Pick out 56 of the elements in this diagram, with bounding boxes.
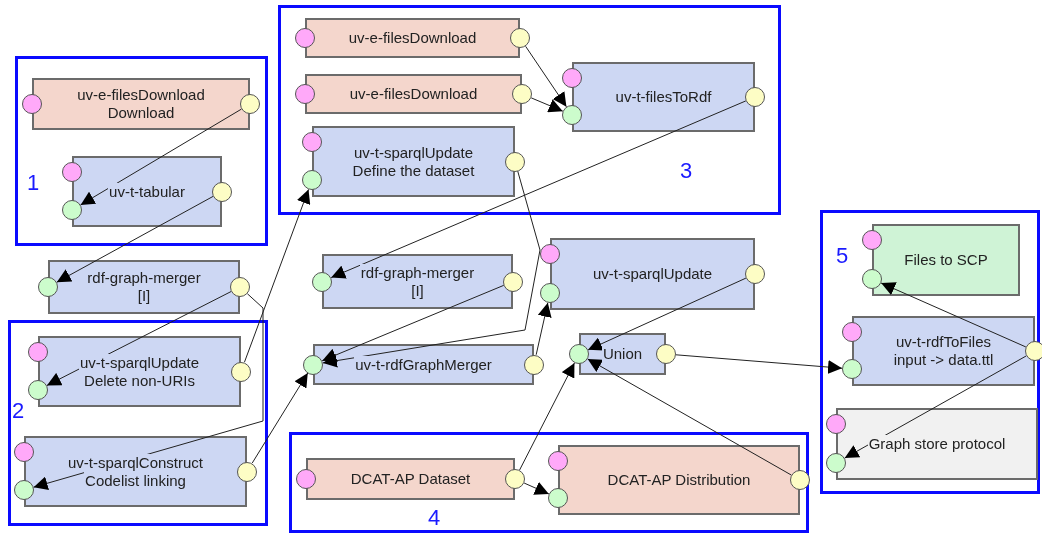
component-box xyxy=(572,62,755,132)
connector-arrow xyxy=(56,195,214,283)
connector-arrow xyxy=(322,170,541,368)
component-box xyxy=(306,458,515,500)
component-name: Union xyxy=(601,345,644,363)
component-box xyxy=(305,18,520,58)
connector-arrow xyxy=(675,354,843,375)
connector-arrow xyxy=(519,362,575,471)
connector-arrow xyxy=(525,45,567,108)
component-box xyxy=(48,260,240,314)
connector-arrow xyxy=(523,481,550,495)
connector-arrow xyxy=(587,277,747,351)
component-box xyxy=(322,254,513,309)
group-number: 3 xyxy=(680,160,693,182)
group-frame xyxy=(15,56,268,246)
connector-arrow xyxy=(587,358,792,476)
component-box xyxy=(550,238,755,310)
component-box xyxy=(852,316,1035,386)
group-number: 2 xyxy=(12,400,25,422)
component-box xyxy=(32,78,250,130)
component-box xyxy=(836,408,1038,480)
component-name: rdf-graph-merger xyxy=(359,263,476,282)
component-box xyxy=(24,436,247,507)
component-name: Graph store protocol xyxy=(867,435,1007,453)
component-box xyxy=(305,74,522,114)
connector-arrow xyxy=(244,188,311,363)
group-frame xyxy=(8,320,268,526)
component-name: uv-t-sparqlUpdate xyxy=(78,353,201,372)
component-name: uv-t-sparqlUpdate xyxy=(591,265,714,283)
group-number: 5 xyxy=(836,245,849,267)
component-box xyxy=(38,336,241,407)
connector-arrow xyxy=(33,293,264,491)
component-label: [I] xyxy=(136,287,152,305)
connector-arrow xyxy=(330,100,747,279)
group-number: 4 xyxy=(428,507,441,529)
group-frame xyxy=(278,5,781,215)
component-name: uv-t-sparqlConstruct xyxy=(66,453,204,472)
component-box xyxy=(313,344,534,385)
group-number: 1 xyxy=(27,172,40,194)
component-box xyxy=(558,445,800,515)
component-name: uv-t-rdfGraphMerger xyxy=(354,355,493,374)
connector-arrow xyxy=(80,108,242,206)
component-name: rdf-graph-merger xyxy=(86,269,202,287)
group-frame xyxy=(820,210,1040,494)
component-box xyxy=(872,224,1020,296)
group-frame xyxy=(289,432,809,533)
component-box xyxy=(312,126,515,197)
connector-arrow xyxy=(844,355,1027,459)
component-label: input -> data.ttl xyxy=(892,351,995,369)
connector-arrow xyxy=(530,97,564,113)
connector-arrow xyxy=(251,372,309,464)
connector-arrow xyxy=(46,291,232,386)
component-box xyxy=(72,156,222,227)
connector-arrow xyxy=(535,302,552,356)
connector-arrow xyxy=(880,282,1027,348)
connector-arrow xyxy=(321,284,505,362)
